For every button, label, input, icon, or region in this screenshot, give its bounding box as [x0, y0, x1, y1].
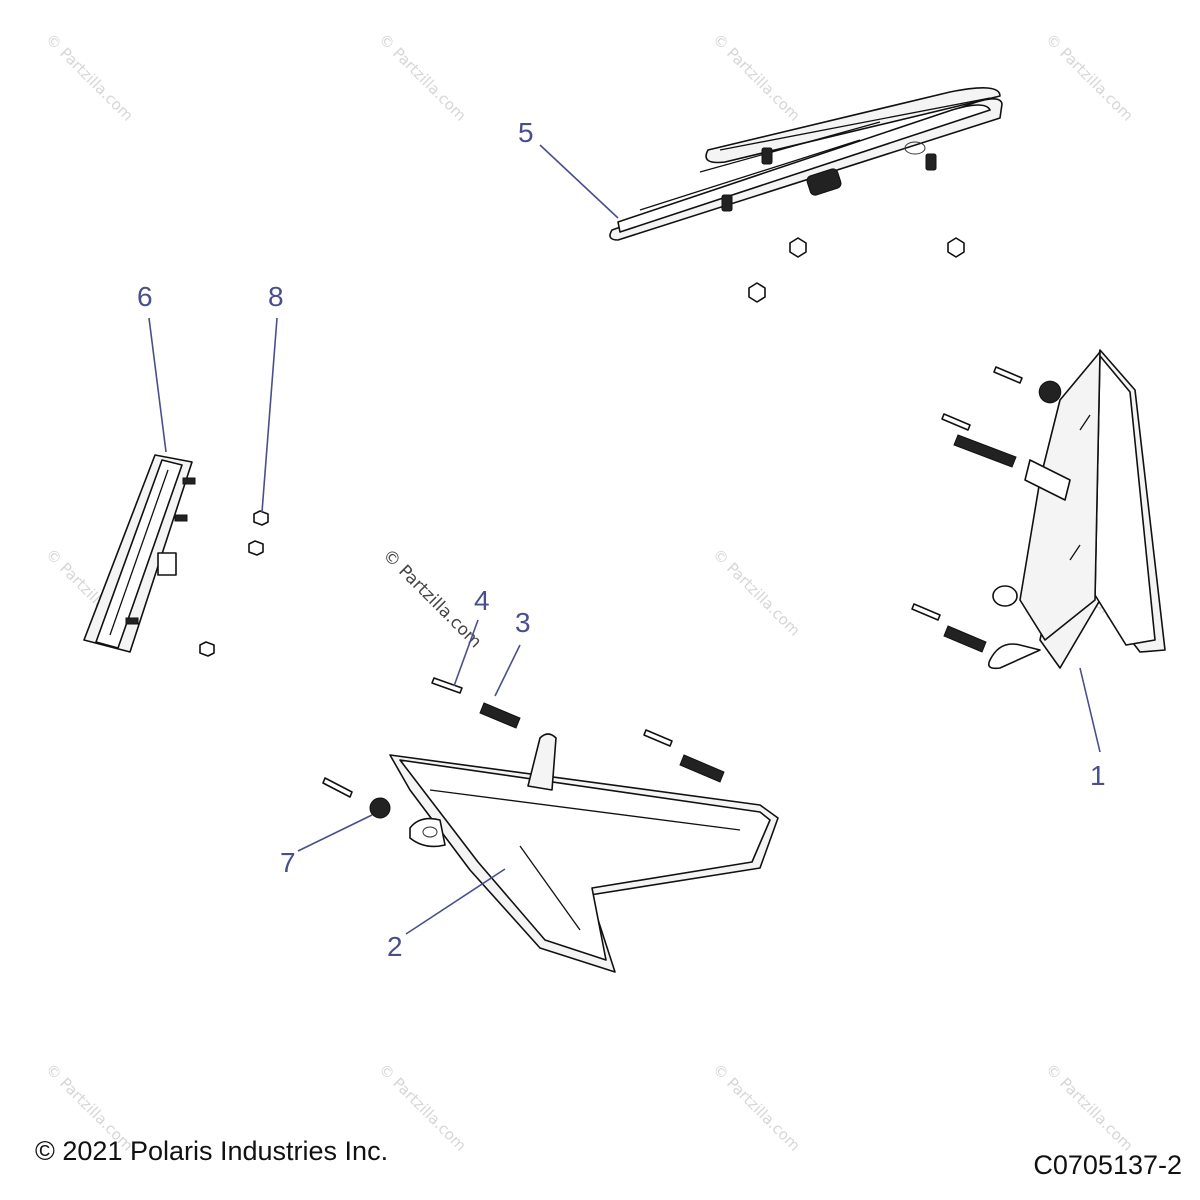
callout-2: 2	[387, 931, 403, 962]
callout-3: 3	[515, 607, 531, 638]
watermark-text: © Partzilla.com	[42, 30, 137, 125]
leader-line-5	[539, 144, 619, 219]
callout-1: 1	[1090, 760, 1106, 791]
watermark-text: © Partzilla.com	[375, 1060, 470, 1155]
callout-7: 7	[280, 847, 296, 878]
leader-line-1	[1079, 667, 1101, 753]
nut-group	[748, 237, 965, 303]
leader-line-3	[494, 644, 521, 697]
watermark-text: © Partzilla.com	[709, 30, 804, 125]
leader-line-2	[405, 868, 506, 935]
part-1-housing-right	[911, 349, 1166, 670]
callouts: 1 2 3 4 5 6 7 8	[137, 117, 1106, 962]
leader-line-8	[261, 317, 278, 513]
watermark-text: © Partzilla.com	[709, 1060, 804, 1155]
callout-8: 8	[268, 281, 284, 312]
callout-4: 4	[474, 585, 490, 616]
watermark-text: © Partzilla.com	[1042, 30, 1137, 125]
leader-line-4	[453, 619, 479, 687]
part-5-lens-assembly	[609, 87, 1003, 241]
diagram-code: C0705137-2	[1033, 1150, 1182, 1180]
callout-6: 6	[137, 281, 153, 312]
copyright-text: © 2021 Polaris Industries Inc.	[35, 1136, 389, 1166]
watermark-text-center: © Partzilla.com	[378, 545, 485, 652]
watermark-layer: © Partzilla.com © Partzilla.com © Partzi…	[42, 30, 1137, 1155]
watermark-text: © Partzilla.com	[1042, 1060, 1137, 1155]
part-6-lens-side	[83, 454, 269, 657]
watermark-text: © Partzilla.com	[375, 30, 470, 125]
leader-lines	[148, 144, 1101, 935]
leader-line-6	[148, 317, 167, 453]
watermark-text: © Partzilla.com	[709, 545, 804, 640]
leader-line-7	[297, 814, 373, 852]
callout-5: 5	[518, 117, 534, 148]
part-2-housing-lower	[322, 677, 779, 973]
